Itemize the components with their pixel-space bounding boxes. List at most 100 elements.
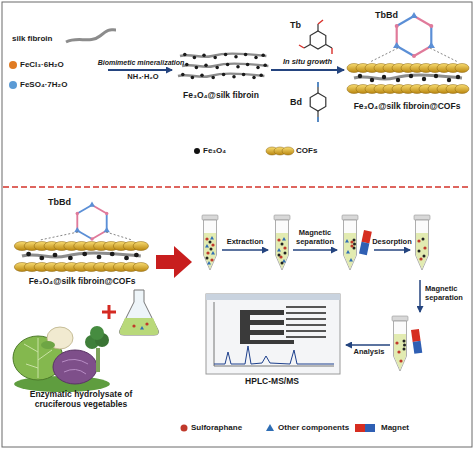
tube-illustration <box>278 254 281 257</box>
step-label: Analysis <box>346 348 392 357</box>
reagent-label: FeSO₄·7H₂O <box>20 80 92 89</box>
instrument-node: HPLC-MS/MS <box>198 290 346 390</box>
cof-composite-illustration <box>22 252 141 260</box>
flow-arrow <box>156 246 192 278</box>
magnetic-fiber-illustration <box>178 53 268 80</box>
legend-text: COFs <box>296 146 317 155</box>
magnet-symbol <box>411 329 421 342</box>
cof-composite-illustration <box>106 232 132 240</box>
tube-illustration <box>422 238 425 241</box>
magnet-symbol <box>359 242 369 255</box>
tube-illustration <box>207 261 211 265</box>
plus-sign <box>102 305 116 319</box>
cof-composite-illustration <box>354 74 462 82</box>
legend-sample <box>282 147 294 155</box>
step-label: Extraction <box>218 238 272 247</box>
tube-illustration <box>419 257 422 260</box>
cof-composite-illustration <box>40 232 78 240</box>
vegetables-illustration <box>41 341 55 349</box>
tube-illustration <box>210 248 213 251</box>
legend-text: Other components <box>278 423 349 432</box>
magnetic-fiber-illustration <box>178 73 264 80</box>
cof-composite-illustration <box>393 12 435 58</box>
cof-composite-illustration <box>347 12 469 94</box>
tube-illustration <box>403 348 406 351</box>
tb-molecule <box>326 45 332 49</box>
tube-illustration <box>206 251 209 254</box>
flask-illustration <box>120 318 159 335</box>
tube-illustration <box>284 252 287 255</box>
chromatogram-illustration <box>206 294 340 374</box>
legend-text: Fe₃O₄ <box>203 146 226 155</box>
tube-illustration <box>418 250 421 253</box>
magnetic-fiber-illustration <box>182 63 268 70</box>
chromatogram-illustration <box>214 302 215 366</box>
tb-molecule <box>299 45 304 48</box>
node-caption: Fe₃O₄@silk fibroin <box>172 91 270 101</box>
magnet-symbol <box>411 329 422 354</box>
tube-illustration <box>210 258 213 261</box>
legend-text: Sulforaphane <box>191 423 242 432</box>
vegetables-illustration <box>13 326 110 392</box>
node-heading: TbBd <box>48 197 88 207</box>
monomer-label: Tb <box>290 20 308 30</box>
flask-illustration <box>132 324 135 327</box>
cof-composite-illustration <box>347 85 469 94</box>
chromatogram-illustration <box>214 366 334 367</box>
bd-molecule <box>317 87 318 93</box>
tube-illustration <box>206 257 209 260</box>
tube-illustration <box>281 262 284 265</box>
vegetables-illustration <box>96 348 100 372</box>
legend-sample <box>266 147 278 155</box>
tb-molecule <box>317 24 318 31</box>
cof-composite-illustration <box>14 202 148 272</box>
process-arrow <box>108 69 172 71</box>
vegetables-illustration <box>53 350 97 384</box>
tube-illustration <box>395 341 398 344</box>
flask-illustration <box>140 326 144 330</box>
node-caption: Enzymatic hydrolysate of cruciferous veg… <box>16 390 146 410</box>
tube-illustration <box>392 316 408 371</box>
tb-molecule <box>310 31 326 49</box>
feso4-dot <box>9 81 17 89</box>
tube-illustration <box>211 243 214 246</box>
tube-illustration <box>210 236 214 240</box>
tube-illustration <box>349 258 353 262</box>
tb-molecule <box>318 20 323 24</box>
tube-illustration <box>283 246 286 249</box>
step-label: Magnetic separation <box>425 285 473 302</box>
magnet-symbol <box>362 230 372 243</box>
legend-sample <box>181 425 188 432</box>
tube-illustration <box>423 255 426 258</box>
step-label: Biomimetic mineralization <box>94 59 188 67</box>
material-label: silk fibroin <box>12 34 68 43</box>
tube-illustration <box>202 215 218 270</box>
chromatogram-illustration <box>206 294 340 300</box>
tube-illustration <box>423 246 426 249</box>
chromatogram-illustration <box>240 310 294 344</box>
silk-fiber <box>66 30 116 42</box>
panel-divider <box>3 186 471 187</box>
vegetables-illustration <box>95 333 109 347</box>
tube-illustration <box>414 215 430 270</box>
sample-node: Enzymatic hydrolysate of cruciferous veg… <box>6 296 156 416</box>
tube-illustration <box>277 248 281 252</box>
plus-sign <box>108 305 111 319</box>
legend-sample <box>194 148 200 154</box>
step-arrow <box>346 344 390 346</box>
vegetables-illustration <box>24 338 52 378</box>
cof-composite-illustration <box>14 242 148 251</box>
step-label: Desorption <box>367 238 417 247</box>
chromatogram-illustration <box>214 346 334 364</box>
tube-illustration <box>403 344 406 347</box>
bd-molecule <box>317 117 319 122</box>
tube-illustration <box>282 259 286 263</box>
composite-node: TbBdFe₃O₄@silk fibroin@COFs <box>345 8 469 120</box>
legend-sample <box>355 424 365 432</box>
tube-illustration <box>205 237 208 240</box>
tb-molecule <box>331 48 332 54</box>
cof-composite-illustration <box>347 64 469 73</box>
bd-molecule <box>310 93 326 111</box>
